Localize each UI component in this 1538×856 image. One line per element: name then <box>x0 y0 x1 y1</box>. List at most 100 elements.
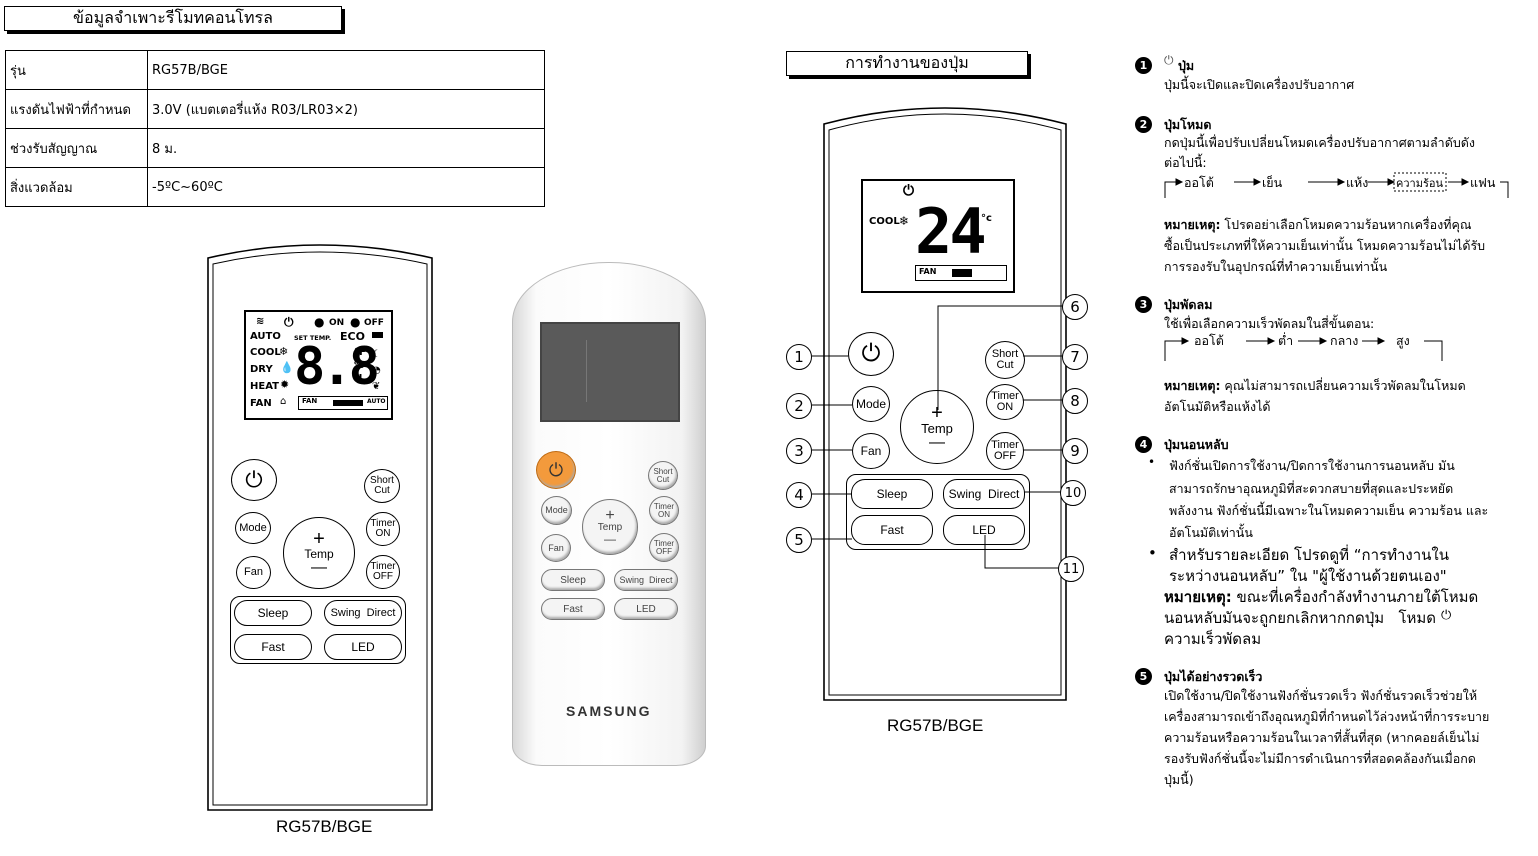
lcd-heat-label: HEAT <box>250 381 279 392</box>
mid-lcd-cool: COOL <box>869 216 900 227</box>
section-5-heading: ปุ่มได้อย่างรวดเร็ว <box>1164 669 1263 684</box>
mid-swing-direct-button[interactable]: Swing Direct <box>943 479 1025 509</box>
spec-label: รุ่น <box>5 50 148 90</box>
mid-timer-off-label-2: OFF <box>994 450 1016 462</box>
lcd-side-icons: ☾ ◔ ❦ <box>372 347 381 395</box>
samsung-lcd-screen <box>540 322 680 422</box>
mid-timer-on-label-2: ON <box>996 401 1014 413</box>
power-icon: ⏻ <box>284 315 294 329</box>
section-5-l4: รองรับฟังก์ชั่นนี้จะไม่มีการดำเนินการที่… <box>1164 751 1476 766</box>
sun-icon: ✹ <box>280 378 290 391</box>
leaf-icon: ❦ <box>372 381 381 392</box>
lcd-cool-label: COOL <box>250 347 281 358</box>
spec-value: RG57B/BGE <box>147 50 545 90</box>
lcd-unit-f: °F <box>354 347 366 358</box>
fan-seq-auto: ออโต้ <box>1194 333 1224 348</box>
note-text: ขณะที่เครื่องกำลังทำงานภายใต้โหมด <box>1231 588 1479 606</box>
fast-button[interactable]: Fast <box>234 634 312 660</box>
lcd-eco-label: ECO <box>340 330 365 343</box>
buttons-title: การทำงานของปุ่ม <box>786 51 1028 76</box>
samsung-temp-plus: + <box>605 507 615 524</box>
timer-on-label-2: ON <box>375 528 391 539</box>
callout-7: 7 <box>1062 344 1088 370</box>
samsung-mode-button[interactable]: Mode <box>541 496 572 525</box>
mid-temp-plus: + <box>931 401 943 424</box>
lcd-fan-box-label: FAN <box>302 397 318 405</box>
mid-fast-button[interactable]: Fast <box>851 515 933 545</box>
mid-timer-off-label-1: Timer <box>991 439 1019 451</box>
swing-direct-button[interactable]: Swing Direct <box>324 600 402 626</box>
timer-off-label-2: OFF <box>373 571 393 582</box>
led-button[interactable]: LED <box>324 634 402 660</box>
samsung-timer-on-label-2: ON <box>658 509 670 519</box>
mid-lcd: ⏻ COOL ❄ 24 °c FAN <box>861 179 1015 293</box>
section-2-note-3: การรองรับในอุปกรณ์ที่ทำความเย็นเท่านั้น <box>1164 259 1388 274</box>
section-4-b2-2: ระหว่างนอนหลับ” ใน "ผู้ใช้งานด้วยตนเอง" <box>1169 567 1447 585</box>
table-row: สิ่งแวดล้อม -5ºC~60ºC <box>5 167 545 207</box>
spec-value: -5ºC~60ºC <box>147 167 545 207</box>
note-label: หมายเหตุ: <box>1164 217 1221 232</box>
samsung-fast-button[interactable]: Fast <box>541 598 605 620</box>
mid-temp-button[interactable]: + Temp — <box>900 390 974 464</box>
lcd-off-label: OFF <box>364 318 384 328</box>
timer-on-label-1: Timer <box>370 518 396 529</box>
lcd-digits: 8.8 <box>294 337 380 397</box>
samsung-temp-button[interactable]: + Temp — <box>582 499 638 555</box>
lcd-fan-box: FAN AUTO <box>298 396 388 410</box>
samsung-fan-button[interactable]: Fan <box>541 534 571 562</box>
lcd-set-temp-label: SET TEMP. <box>294 334 332 342</box>
spec-label: สิ่งแวดล้อม <box>5 167 148 207</box>
fan-seq-low: ต่ำ <box>1278 333 1294 348</box>
power-button[interactable]: ⏻ <box>231 459 277 501</box>
fan-seq-high: สูง <box>1396 333 1410 348</box>
spec-value: 8 ม. <box>147 128 545 168</box>
fan-button[interactable]: Fan <box>236 556 271 589</box>
callout-3: 3 <box>786 438 812 464</box>
mid-remote-outline <box>823 107 1067 701</box>
section-5-l2: เครื่องสามารถเข้าถึงอุณหภูมิที่กำหนดไว้ล… <box>1164 709 1490 724</box>
samsung-sleep-button[interactable]: Sleep <box>541 569 605 591</box>
callout-1: 1 <box>786 344 812 370</box>
section-4-b1-1: ฟังก์ชั่นเปิดการใช้งาน/ปิดการใช้งานการนอ… <box>1169 458 1455 473</box>
mid-sleep-button[interactable]: Sleep <box>851 479 933 509</box>
mid-short-cut-label-2: Cut <box>996 359 1014 371</box>
mode-button[interactable]: Mode <box>235 512 271 544</box>
mid-lcd-power-icon: ⏻ <box>903 183 915 199</box>
mid-mode-button[interactable]: Mode <box>852 386 890 422</box>
spec-label: แรงดันไฟฟ้าที่กำหนด <box>5 89 148 129</box>
section-3-note-2: อัตโนมัติหรือแห้งได้ <box>1164 399 1271 414</box>
sleep-button[interactable]: Sleep <box>234 600 312 626</box>
temp-button[interactable]: + Temp — <box>283 517 355 589</box>
mid-lcd-fan-box: FAN <box>915 265 1007 281</box>
lcd-auto-small: AUTO <box>367 398 386 405</box>
samsung-swing-direct-button[interactable]: Swing Direct <box>614 569 678 591</box>
section-4-note-3: ความเร็วพัดลม <box>1164 630 1262 648</box>
mid-lcd-temp: 24 <box>915 195 987 268</box>
samsung-power-button[interactable]: ⏻ <box>536 451 576 489</box>
section-5-l3: ความร้อนหรือความร้อนในเวลาที่สั้นที่สุด … <box>1164 730 1480 745</box>
timer-off-label-1: Timer <box>370 561 396 572</box>
samsung-temp-label: Temp <box>597 522 623 533</box>
section-2-body-1: กดปุ่มนี้เพื่อปรับเปลี่ยนโหมดเครื่องปรับ… <box>1164 135 1475 150</box>
mid-led-button[interactable]: LED <box>943 515 1025 545</box>
callout-10: 10 <box>1060 480 1086 506</box>
drop-icon: 💧 <box>280 361 294 374</box>
mid-fan-button[interactable]: Fan <box>852 433 890 469</box>
section-4-b1-4: อัตโนมัติเท่านั้น <box>1169 525 1253 540</box>
section-2-body-2: ต่อไปนี้: <box>1164 155 1207 170</box>
mid-power-button[interactable]: ⏻ <box>848 332 894 376</box>
callout-2: 2 <box>786 393 812 419</box>
mode-seq-heat: ความร้อน <box>1396 177 1443 190</box>
samsung-led-button[interactable]: LED <box>614 598 678 620</box>
fan-sequence-arrows <box>1164 337 1443 361</box>
remote-lcd: ≋ ⏻ ● ON ● OFF AUTO SET TEMP. ECO COOL ❄… <box>244 310 393 420</box>
